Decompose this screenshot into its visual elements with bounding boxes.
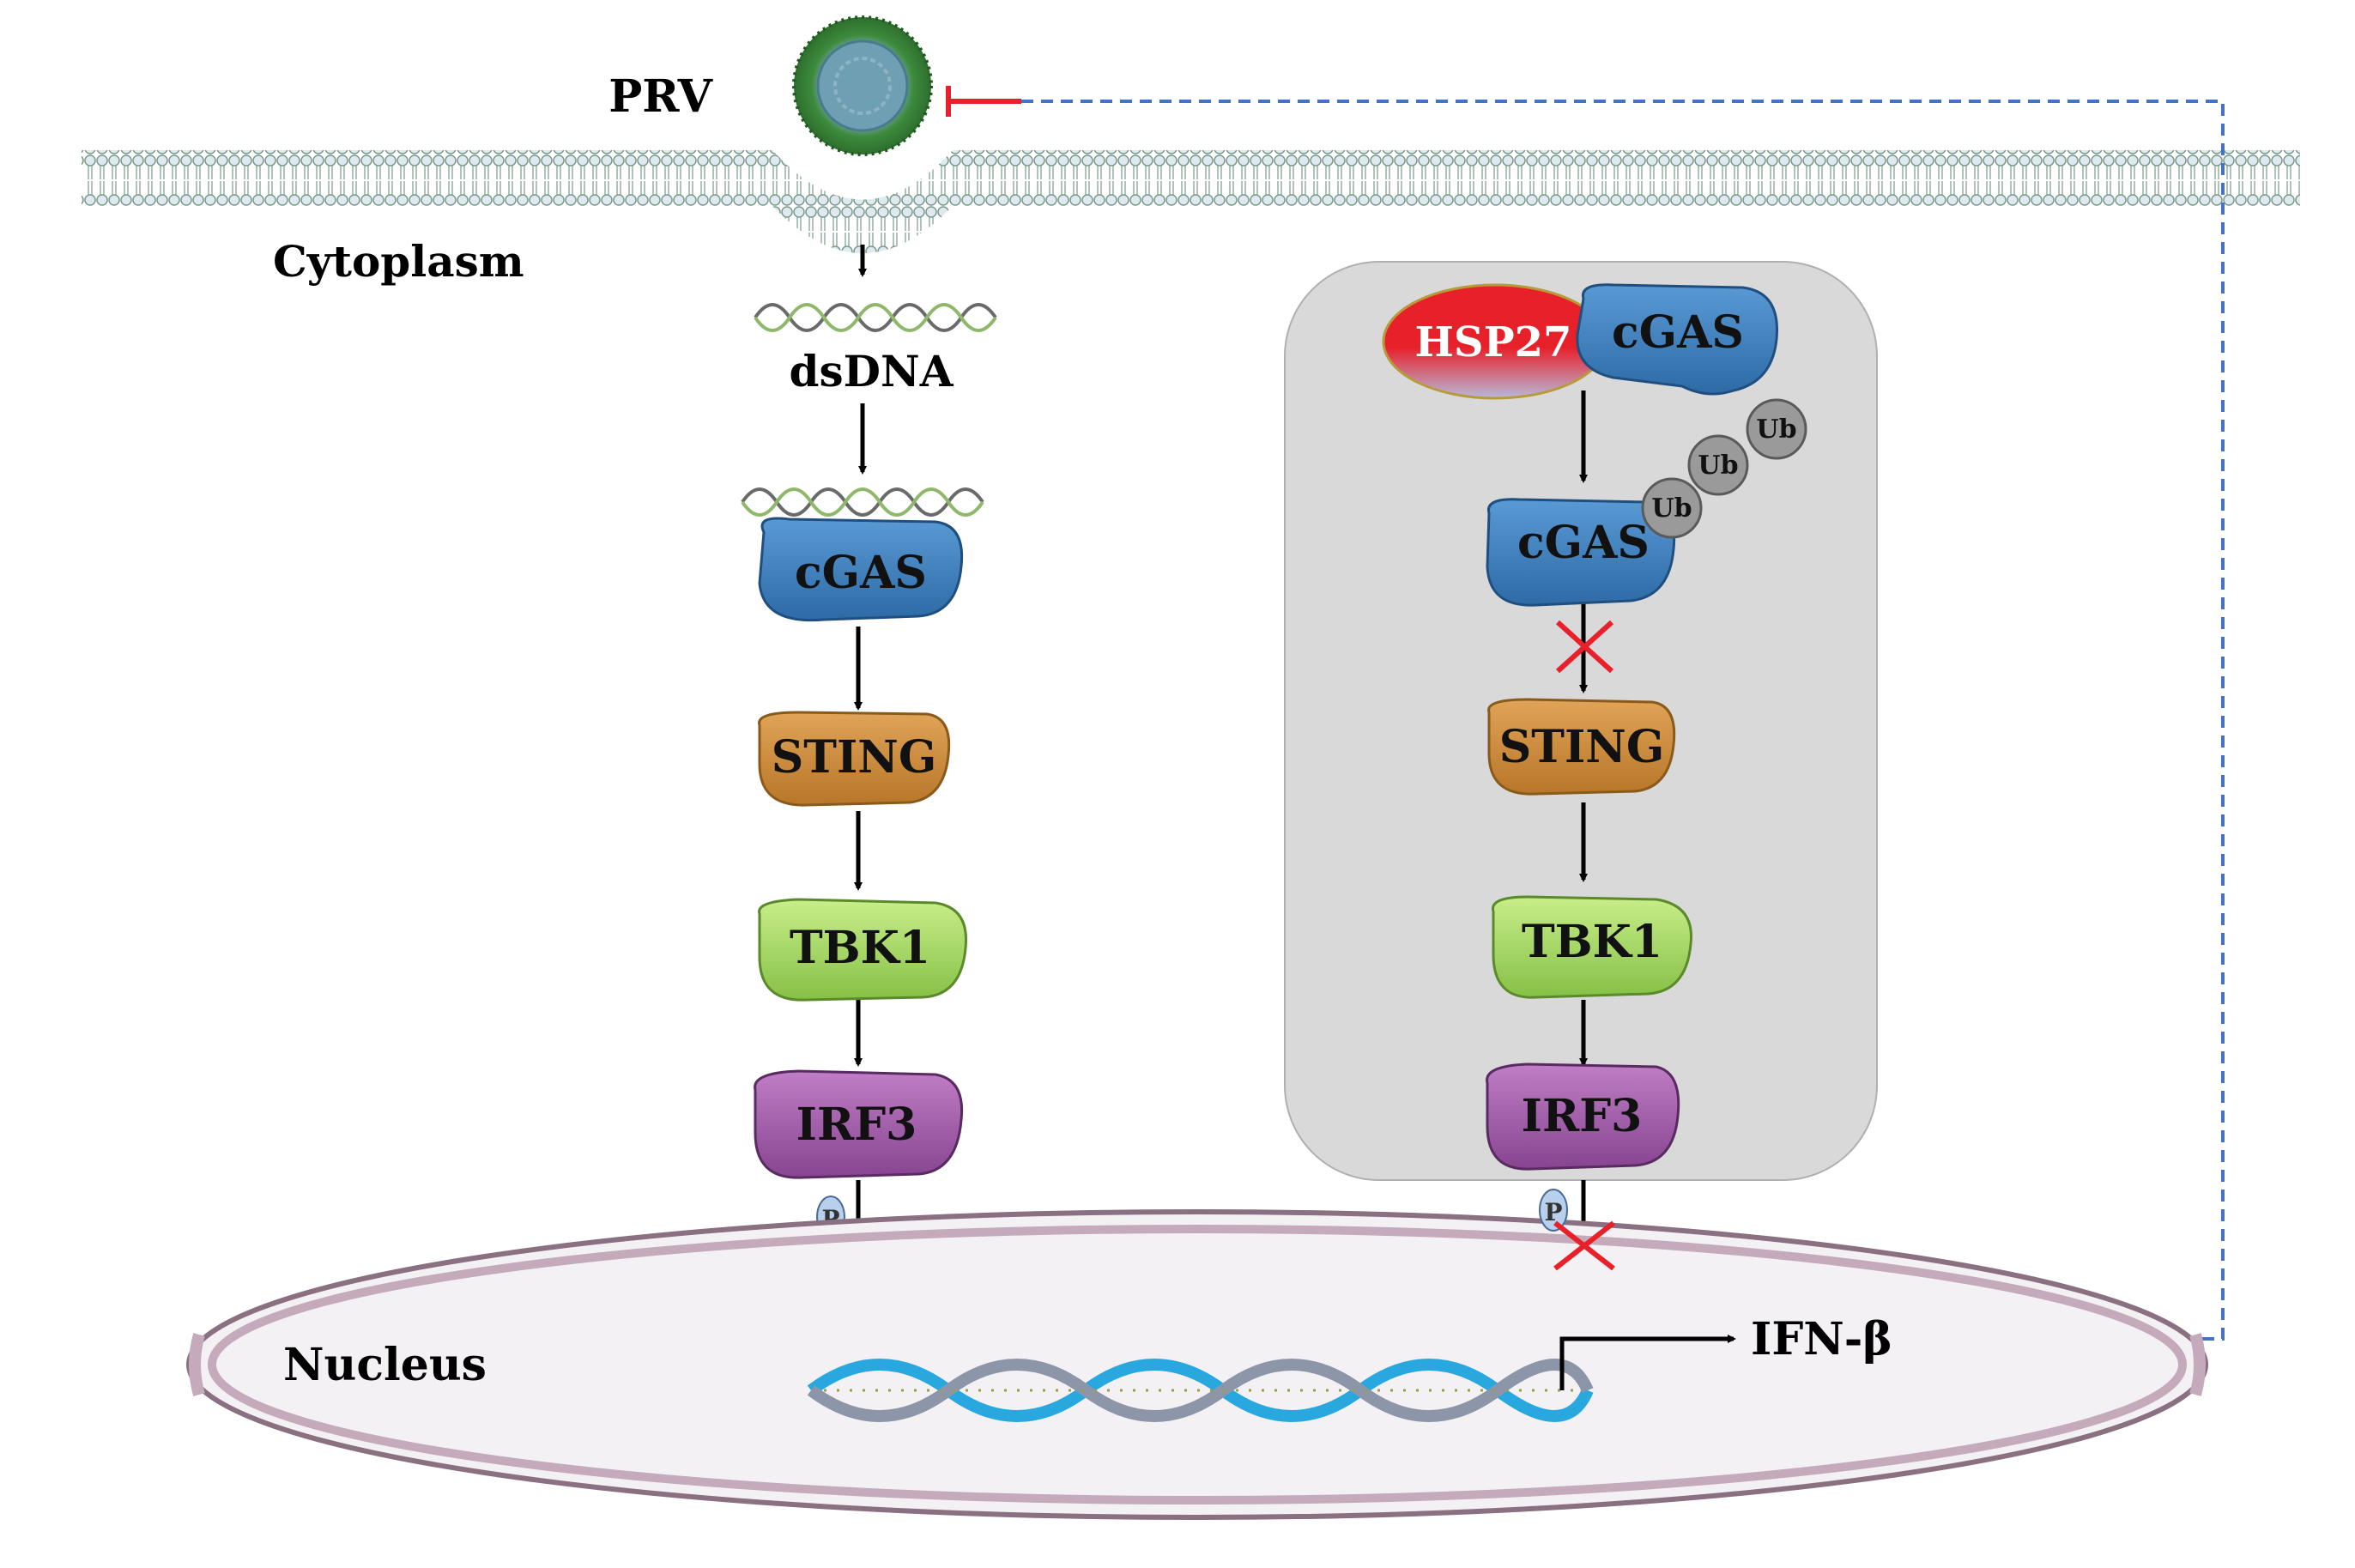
ubiquitin-chain-icon: Ub Ub Ub bbox=[1641, 398, 1807, 539]
ub-label-3: Ub bbox=[1756, 415, 1796, 445]
left-tbk1-label: TBK1 bbox=[790, 922, 930, 974]
cytoplasm-label: Cytoplasm bbox=[273, 236, 524, 287]
left-irf3-label: IRF3 bbox=[796, 1099, 917, 1151]
right-irf3-protein: IRF3 bbox=[1486, 1062, 1680, 1171]
right-cgas-bound-protein: cGAS bbox=[1576, 283, 1778, 396]
right-tbk1-protein: TBK1 bbox=[1492, 895, 1692, 999]
right-irf3-label: IRF3 bbox=[1522, 1090, 1643, 1142]
block-x-icon-1 bbox=[1555, 620, 1614, 674]
block-x-icon-2 bbox=[1553, 1220, 1615, 1271]
prv-label: PRV bbox=[608, 70, 713, 123]
right-sting-label: STING bbox=[1499, 721, 1665, 773]
hsp27-protein: HSP27 bbox=[1382, 283, 1608, 400]
left-sting-protein: STING bbox=[758, 711, 951, 807]
ub-label-1: Ub bbox=[1651, 493, 1692, 524]
left-tbk1-protein: TBK1 bbox=[758, 898, 968, 1002]
nuclear-dna-helix-icon bbox=[807, 1359, 1594, 1422]
right-phospho-icon: P bbox=[1539, 1189, 1568, 1232]
ub-label-2: Ub bbox=[1698, 451, 1738, 481]
hsp27-label: HSP27 bbox=[1415, 318, 1572, 366]
left-cgas-label: cGAS bbox=[795, 547, 927, 599]
left-cgas-protein: cGAS bbox=[758, 517, 964, 622]
dsdna-label: dsDNA bbox=[790, 346, 954, 397]
nucleus bbox=[186, 1209, 2208, 1520]
ifn-beta-label: IFN-β bbox=[1751, 1313, 1892, 1365]
dsdna-helix-bound-icon bbox=[741, 487, 984, 517]
right-cgas-ub-label: cGAS bbox=[1517, 517, 1650, 569]
prv-virion-icon bbox=[792, 15, 933, 156]
cell-membrane bbox=[82, 150, 2300, 253]
right-cgas-ub-protein: cGAS bbox=[1486, 498, 1676, 607]
right-sting-protein: STING bbox=[1487, 698, 1676, 796]
dsdna-helix-icon bbox=[754, 303, 997, 332]
right-cgas-bound-label: cGAS bbox=[1612, 306, 1744, 359]
feedback-dashed-line bbox=[1021, 100, 2225, 1341]
left-irf3-protein: IRF3 bbox=[754, 1069, 964, 1179]
left-sting-label: STING bbox=[772, 731, 937, 784]
right-phospho-label: P bbox=[1544, 1198, 1562, 1226]
right-tbk1-label: TBK1 bbox=[1522, 916, 1662, 968]
nucleus-label: Nucleus bbox=[283, 1339, 487, 1391]
inhibition-bar bbox=[946, 86, 1021, 117]
transcription-arrow bbox=[1559, 1335, 1736, 1390]
